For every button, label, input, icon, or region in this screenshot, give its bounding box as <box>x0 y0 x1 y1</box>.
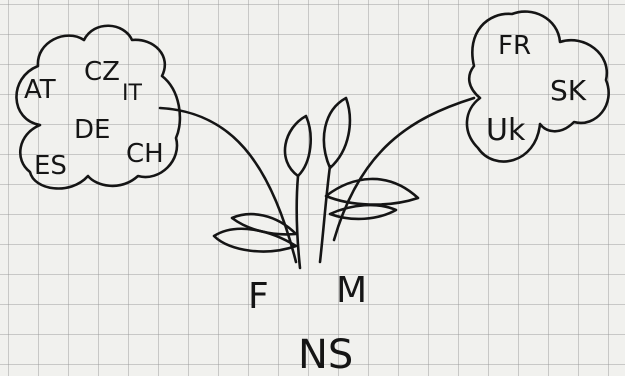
plant-stem-right <box>320 166 330 262</box>
plant-letter-m: M <box>336 270 367 311</box>
left-connector-line <box>160 108 296 262</box>
left-cloud-label-es: ES <box>34 151 67 181</box>
leaf-top-right <box>324 98 350 168</box>
right-cloud-label-fr: FR <box>498 31 531 61</box>
plant-base-label-ns: NS <box>298 332 353 376</box>
leaf-lower-left <box>214 229 296 252</box>
plant-letter-f: F <box>248 276 269 317</box>
leaf-right-inner <box>330 205 396 219</box>
left-cloud-label-de: DE <box>74 115 110 145</box>
plant-stem-left <box>297 176 300 268</box>
leaf-top-left <box>285 116 311 176</box>
left-cloud-label-ch: CH <box>126 139 164 169</box>
left-cloud-label-it: IT <box>122 81 142 106</box>
right-cloud-label-uk: Uk <box>486 113 526 148</box>
left-cloud-label-cz: CZ <box>84 57 120 87</box>
left-cloud-label-at: AT <box>24 75 56 105</box>
leaf-mid-right <box>326 179 418 205</box>
right-cloud-label-sk: SK <box>550 74 587 107</box>
